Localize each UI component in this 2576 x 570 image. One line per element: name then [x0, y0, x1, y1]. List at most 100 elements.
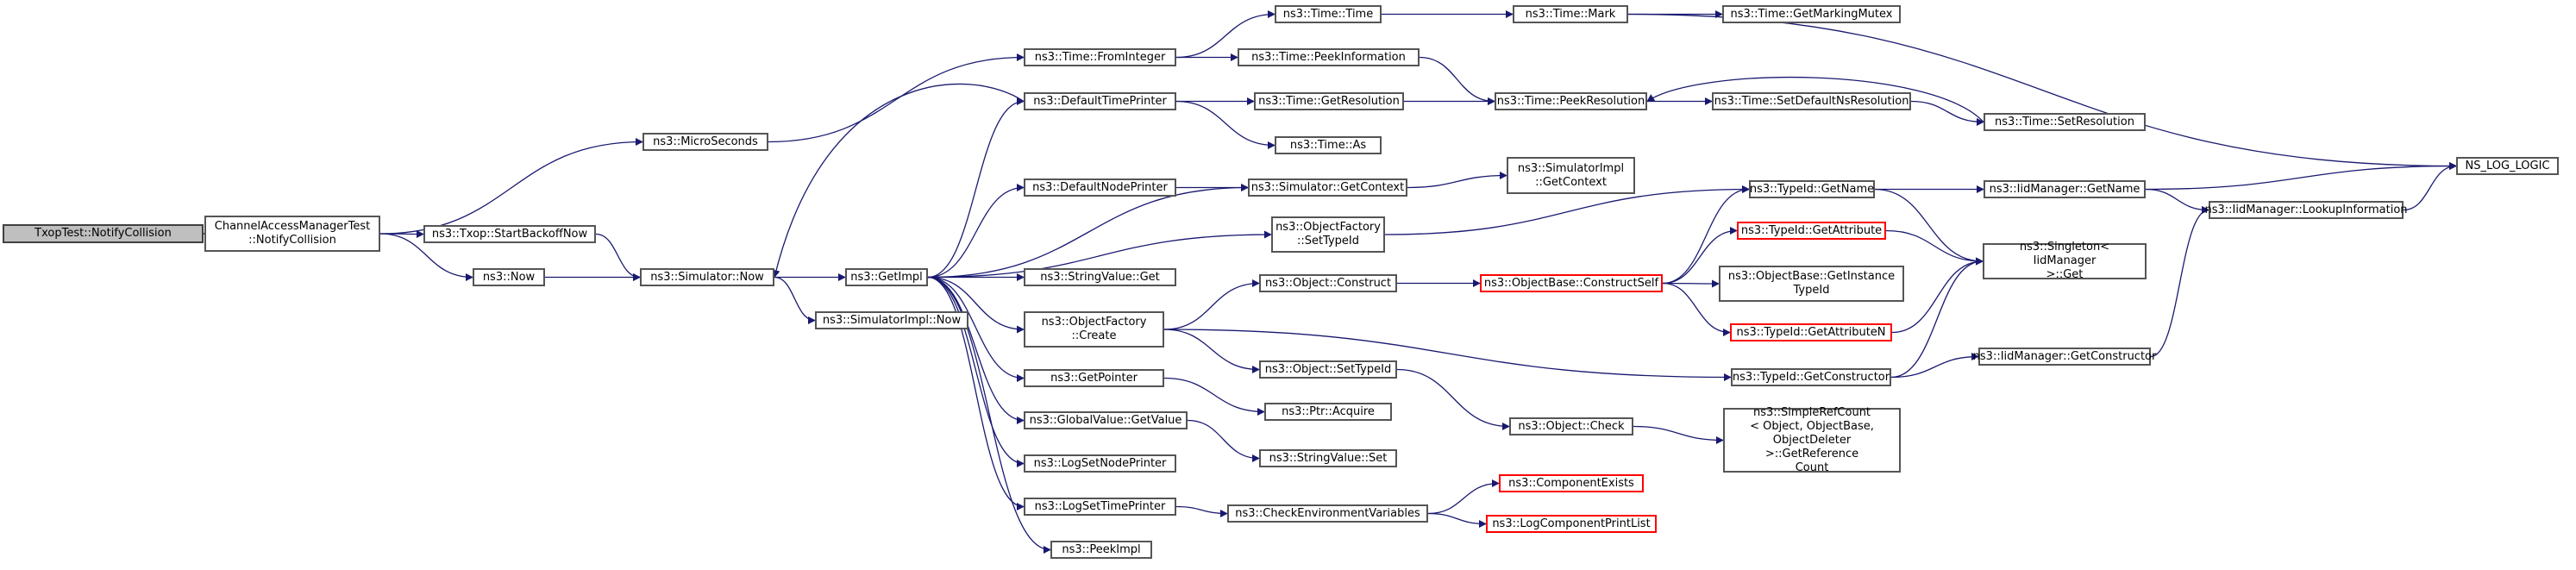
graph-node-logsnp[interactable]: ns3::LogSetNodePrinter — [1024, 454, 1176, 473]
call-edge-tidgetattrn-to-singleton — [1891, 257, 1984, 334]
graph-node-getptr[interactable]: ns3::GetPointer — [1024, 369, 1164, 387]
graph-node-peekimpl[interactable]: ns3::PeekImpl — [1050, 541, 1152, 559]
graph-node-label: ns3::LogSetTimePrinter — [1034, 499, 1166, 513]
graph-node-getres[interactable]: ns3::Time::GetResolution — [1254, 92, 1404, 110]
call-edge-objcheck-to-simpleref — [1633, 425, 1724, 445]
graph-node-label: ns3::Object::Check — [1518, 419, 1625, 433]
graph-node-strget[interactable]: ns3::StringValue::Get — [1024, 268, 1176, 286]
call-edge-ofcreate-to-tidgetctor — [1163, 329, 1732, 382]
graph-node-label: TxopTest::NotifyCollision — [34, 227, 172, 240]
graph-node-strset[interactable]: ns3::StringValue::Set — [1259, 449, 1397, 467]
graph-node-label: ns3::SimpleRefCount < Object, ObjectBase… — [1750, 405, 1874, 474]
call-edge-setres-to-peekres — [1646, 76, 1984, 122]
call-edge-getimpl-to-gvget — [927, 276, 1025, 425]
call-edge-getimpl-to-deftp — [927, 97, 1025, 279]
graph-node-compexists[interactable]: ns3::ComponentExists — [1499, 474, 1644, 492]
call-edge-getimpl-to-defnp — [927, 183, 1025, 279]
graph-node-label: ns3::Txop::StartBackoffNow — [431, 227, 588, 241]
call-edge-ofcreate-to-objsettid — [1163, 329, 1260, 374]
graph-node-logcomp[interactable]: ns3::LogComponentPrintList — [1486, 515, 1657, 533]
graph-node-getimpl[interactable]: ns3::GetImpl — [845, 268, 928, 286]
graph-node-construct[interactable]: ns3::ObjectBase::ConstructSelf — [1480, 274, 1663, 292]
graph-node-label: ns3::TypeId::GetAttributeN — [1736, 325, 1886, 339]
call-edge-fromint-to-timetime — [1175, 9, 1275, 59]
graph-node-ofsettid[interactable]: ns3::ObjectFactory ::SetTypeId — [1271, 216, 1385, 253]
call-edge-iidlookup-to-nslog — [2403, 161, 2457, 211]
call-edge-construct-to-obgetitid — [1662, 279, 1720, 288]
graph-node-label: ns3::Time::PeekResolution — [1496, 94, 1645, 108]
graph-node-tidgetattrn[interactable]: ns3::TypeId::GetAttributeN — [1730, 323, 1892, 341]
graph-node-fromint[interactable]: ns3::Time::FromInteger — [1024, 48, 1176, 66]
graph-node-ofcreate[interactable]: ns3::ObjectFactory ::Create — [1024, 311, 1164, 348]
call-edge-tidgetname-to-singleton — [1874, 188, 1984, 266]
graph-node-simpleref[interactable]: ns3::SimpleRefCount < Object, ObjectBase… — [1723, 405, 1901, 474]
call-edge-getimpl-to-simgetctx — [927, 183, 1249, 279]
graph-node-label: ns3::GlobalValue::GetValue — [1029, 413, 1182, 427]
call-edge-simgetctx-to-simimplctx — [1407, 171, 1507, 189]
graph-node-camt[interactable]: ChannelAccessManagerTest ::NotifyCollisi… — [204, 216, 380, 252]
graph-node-label: ns3::Time::FromInteger — [1034, 50, 1166, 64]
graph-node-logstp[interactable]: ns3::LogSetTimePrinter — [1024, 498, 1176, 516]
call-edge-getimpl-to-ofcreate — [927, 276, 1025, 334]
graph-node-startbo[interactable]: ns3::Txop::StartBackoffNow — [423, 225, 596, 243]
graph-node-label: ns3::Time::GetResolution — [1258, 94, 1400, 108]
graph-node-label: ns3::ComponentExists — [1508, 476, 1634, 490]
graph-node-label: ns3::Time::PeekInformation — [1251, 50, 1406, 64]
graph-node-iidgetctor[interactable]: ns3::IidManager::GetConstructor — [1973, 348, 2156, 366]
graph-node-objconstruct[interactable]: ns3::Object::Construct — [1259, 274, 1397, 292]
graph-node-simimplnow[interactable]: ns3::SimulatorImpl::Now — [815, 311, 968, 329]
graph-node-checkenv[interactable]: ns3::CheckEnvironmentVariables — [1227, 504, 1428, 523]
graph-node-label: ns3::TypeId::GetName — [1749, 182, 1875, 196]
graph-node-label: ns3::GetPointer — [1050, 371, 1138, 385]
graph-node-nslog[interactable]: NS_LOG_LOGIC — [2456, 157, 2559, 175]
graph-node-tidgetname[interactable]: ns3::TypeId::GetName — [1749, 180, 1875, 198]
graph-node-timemark[interactable]: ns3::Time::Mark — [1513, 5, 1628, 23]
call-edge-gvget-to-strset — [1187, 419, 1260, 463]
graph-node-now[interactable]: ns3::Now — [473, 268, 545, 286]
graph-node-objcheck[interactable]: ns3::Object::Check — [1509, 417, 1633, 435]
graph-node-singleton[interactable]: ns3::Singleton< IidManager >::Get — [1983, 241, 2147, 281]
graph-node-label: ns3::DefaultNodePrinter — [1032, 180, 1168, 194]
call-edge-tidgetattr-to-singleton — [1885, 229, 1984, 266]
call-edge-getimpl-to-getptr — [927, 276, 1025, 383]
graph-node-label: ns3::SimulatorImpl ::GetContext — [1517, 161, 1625, 189]
graph-node-label: ChannelAccessManagerTest ::NotifyCollisi… — [214, 220, 371, 247]
graph-node-deftp[interactable]: ns3::DefaultTimePrinter — [1024, 92, 1176, 110]
graph-node-defnp[interactable]: ns3::DefaultNodePrinter — [1024, 179, 1176, 197]
graph-node-label: ns3::Simulator::Now — [650, 270, 764, 284]
graph-node-setdefns[interactable]: ns3::Time::SetDefaultNsResolution — [1712, 92, 1911, 110]
graph-node-timetime[interactable]: ns3::Time::Time — [1275, 5, 1382, 23]
graph-node-peekres[interactable]: ns3::Time::PeekResolution — [1495, 92, 1647, 110]
call-edge-camt-to-now — [379, 233, 473, 282]
graph-node-objsettid[interactable]: ns3::Object::SetTypeId — [1259, 360, 1397, 379]
graph-node-root: TxopTest::NotifyCollision — [3, 224, 204, 243]
graph-node-timeas[interactable]: ns3::Time::As — [1275, 136, 1382, 154]
call-edge-getimpl-to-ofsettid — [927, 230, 1272, 279]
graph-node-obgetitid[interactable]: ns3::ObjectBase::GetInstance TypeId — [1719, 266, 1904, 302]
graph-node-setres[interactable]: ns3::Time::SetResolution — [1984, 113, 2146, 131]
call-edge-deftp-to-timeas — [1175, 100, 1275, 150]
graph-node-simimplctx[interactable]: ns3::SimulatorImpl ::GetContext — [1507, 157, 1635, 194]
graph-node-label: ns3::IidManager::LookupInformation — [2204, 203, 2408, 216]
graph-node-peekinfo[interactable]: ns3::Time::PeekInformation — [1238, 48, 1420, 66]
graph-node-tidgetattr[interactable]: ns3::TypeId::GetAttribute — [1737, 222, 1886, 240]
graph-node-label: ns3::IidManager::GetConstructor — [1972, 349, 2157, 363]
call-edge-camt-to-micro — [379, 137, 643, 235]
graph-node-markmutex[interactable]: ns3::Time::GetMarkingMutex — [1722, 5, 1901, 23]
graph-node-gvget[interactable]: ns3::GlobalValue::GetValue — [1024, 411, 1188, 429]
call-edge-getimpl-to-logsnp — [927, 276, 1025, 468]
graph-node-label: ns3::MicroSeconds — [653, 135, 758, 148]
graph-node-tidgetctor[interactable]: ns3::TypeId::GetConstructor — [1731, 368, 1891, 386]
call-edge-getimpl-to-logstp — [927, 276, 1025, 511]
graph-node-label: ns3::Now — [482, 270, 536, 284]
call-edge-timemark-to-nslog — [1627, 13, 2457, 171]
graph-node-iidgetname[interactable]: ns3::IidManager::GetName — [1984, 180, 2146, 198]
graph-node-label: ns3::Time::Time — [1282, 7, 1374, 21]
graph-node-simnow[interactable]: ns3::Simulator::Now — [640, 268, 774, 286]
graph-node-ptracq[interactable]: ns3::Ptr::Acquire — [1264, 403, 1392, 421]
graph-node-label: ns3::IidManager::GetName — [1989, 182, 2140, 196]
graph-node-label: ns3::Ptr::Acquire — [1282, 404, 1375, 418]
graph-node-simgetctx[interactable]: ns3::Simulator::GetContext — [1248, 179, 1407, 197]
graph-node-iidlookup[interactable]: ns3::IidManager::LookupInformation — [2204, 201, 2408, 219]
graph-node-micro[interactable]: ns3::MicroSeconds — [642, 133, 768, 151]
